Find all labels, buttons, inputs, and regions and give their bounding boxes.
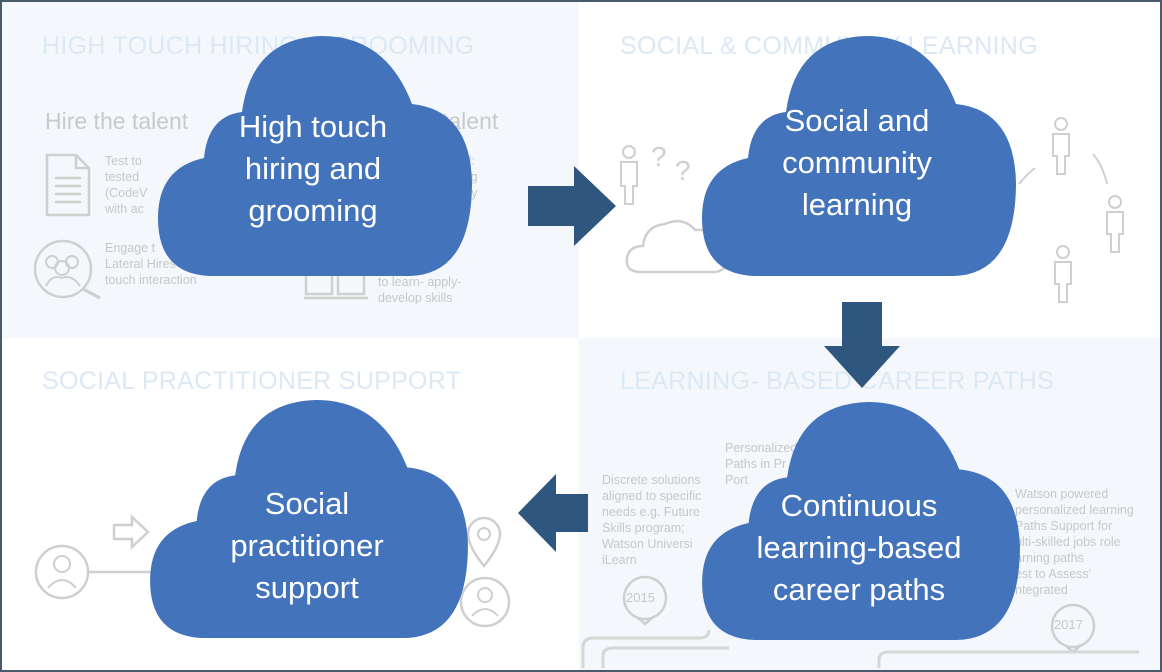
watson-powered-text: Watson powered personalized learning Pat… — [1015, 487, 1134, 597]
cloud-shape-community — [702, 36, 1016, 276]
arrow-down-icon — [824, 302, 900, 388]
cloud-label-hiring: High touch hiring and grooming — [238, 109, 388, 228]
svg-text:?: ? — [675, 155, 691, 186]
questioning-person-icon: ? ? — [620, 142, 691, 205]
people-network-icon — [1018, 117, 1124, 303]
cloud-shape-hiring — [158, 36, 472, 276]
cloud-hiring: High touch hiring and grooming — [150, 34, 476, 282]
user-circle-icon — [34, 544, 160, 600]
cloud-community: Social and community learning — [694, 34, 1020, 282]
cloud-career: Continuous learning-based career paths — [694, 400, 1024, 646]
cloud-label-career: Continuous learning-based career paths — [756, 488, 962, 607]
item-engage-text: Engage t Lateral Hires touch interaction — [105, 241, 197, 287]
svg-text:?: ? — [651, 142, 667, 172]
quadrant-title-career: LEARNING- BASED CAREER PATHS — [620, 367, 1054, 395]
arrow-left-icon — [518, 474, 588, 552]
document-icon — [45, 153, 91, 217]
workshop-icon — [304, 272, 368, 300]
arrow-right-icon — [528, 166, 616, 246]
year-2017-label: 2017 — [1054, 617, 1083, 632]
cloud-label-community: Social and community learning — [782, 103, 932, 222]
cloud-shape-career — [702, 401, 1020, 641]
cloud-support: Social practitioner support — [142, 398, 472, 644]
cloud-label-support: Social practitioner support — [230, 486, 384, 605]
year-2015-badge — [622, 575, 668, 626]
cloud-shape-support — [150, 399, 468, 639]
discrete-solutions-text: Discrete solutions aligned to specific n… — [602, 473, 702, 567]
personalized-paths-text: Personalized Paths in Pr Port — [725, 441, 798, 487]
quadrant-title-support: SOCIAL PRACTITIONER SUPPORT — [42, 367, 462, 395]
location-pin-icon — [466, 516, 502, 569]
outline-arrow-icon — [112, 514, 150, 550]
quadrant-title-hiring: HIGH TOUCH HIRING & GROOMING — [42, 32, 475, 60]
item-test-text: Test to tested (CodeV with ac — [105, 154, 148, 216]
year-2015-label: 2015 — [626, 590, 655, 605]
career-path-lines — [581, 629, 1139, 668]
group-icon — [33, 239, 101, 300]
subheading-left: Hire the talent — [45, 108, 189, 134]
user-avatar-icon — [459, 576, 511, 628]
